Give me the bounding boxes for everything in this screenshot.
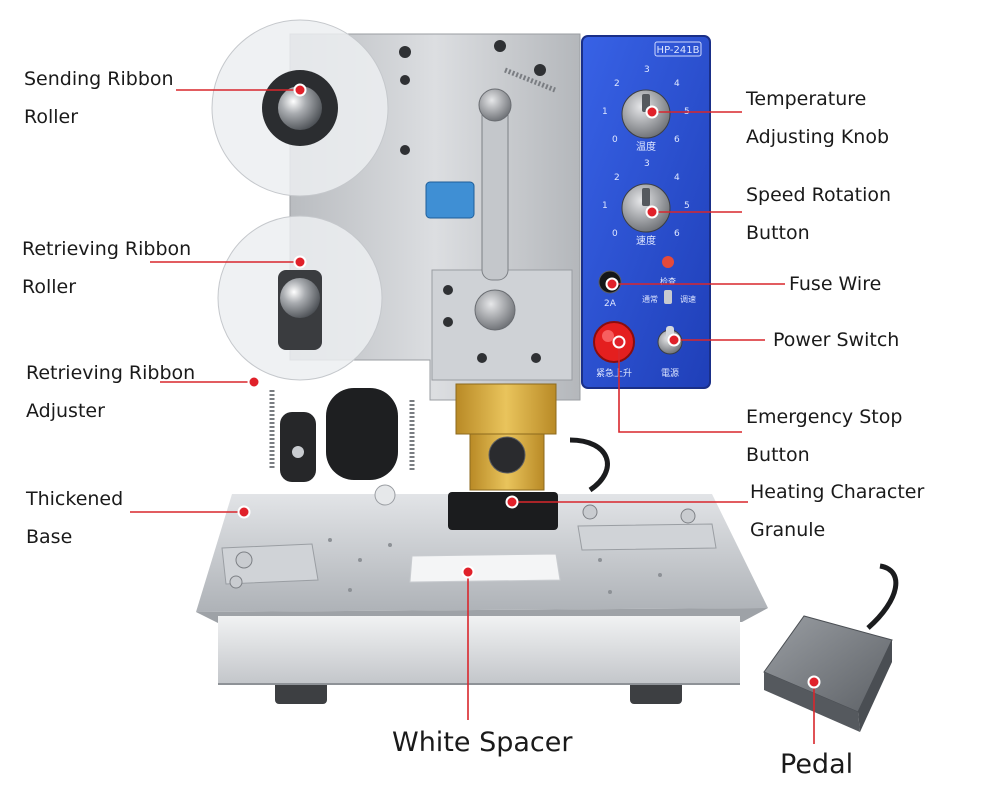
callout-dot-pedal — [807, 675, 821, 689]
speed-scale-6: 6 — [674, 229, 680, 239]
label-line: Speed Rotation — [746, 184, 892, 206]
mode-label-normal: 通常 — [642, 294, 658, 304]
temp-scale-3: 3 — [644, 65, 650, 75]
label-line: Adjuster — [26, 400, 105, 422]
label-sending-ribbon-roller: Sending Ribbon Roller — [24, 60, 174, 136]
callout-dot-speed — [645, 205, 659, 219]
label-retrieving-ribbon-roller: Retrieving Ribbon Roller — [22, 230, 191, 306]
label-heating-character-granule: Heating Character Granule — [750, 473, 924, 549]
callout-dot-sending-roller — [293, 83, 307, 97]
indicator-light — [662, 256, 674, 268]
temp-scale-4: 4 — [674, 79, 680, 89]
label-line: Adjusting Knob — [746, 126, 890, 148]
callout-dot-adjuster — [247, 375, 261, 389]
label-line: Retrieving Ribbon — [26, 362, 196, 384]
label-line: Temperature — [746, 88, 867, 110]
label-line: Retrieving Ribbon — [22, 238, 192, 260]
speed-knob[interactable] — [621, 183, 671, 233]
label-line: Button — [746, 222, 810, 244]
label-line: Emergency Stop — [746, 406, 903, 428]
fuse-label: 2A — [604, 299, 617, 309]
callout-dot-emergency — [612, 335, 626, 349]
emergency-label: 紧急上升 — [596, 367, 632, 379]
label-line: Sending Ribbon — [24, 68, 174, 90]
label-temperature-adjusting-knob: Temperature Adjusting Knob — [746, 80, 889, 156]
label-thickened-base: Thickened Base — [26, 480, 123, 556]
white-spacer-shape — [409, 553, 561, 583]
callout-dot-base — [237, 505, 251, 519]
label-pedal: Pedal — [780, 749, 854, 780]
drive-rollers — [280, 388, 398, 506]
temp-scale-1: 1 — [602, 107, 608, 117]
label-line: Thickened — [26, 488, 124, 510]
callout-dot-power — [667, 333, 681, 347]
panel-model-label: HP-241B — [657, 45, 700, 56]
callout-dot-fuse — [605, 277, 619, 291]
callout-leaders — [130, 89, 815, 744]
temp-scale-6: 6 — [674, 135, 680, 145]
label-retrieving-ribbon-adjuster: Retrieving Ribbon Adjuster — [26, 354, 195, 430]
speed-dial-label: 速度 — [636, 234, 656, 247]
label-line: Granule — [750, 519, 826, 541]
callout-dot-temperature — [645, 105, 659, 119]
speed-scale-0: 0 — [612, 229, 618, 239]
speed-scale-2: 2 — [614, 173, 620, 183]
label-white-spacer: White Spacer — [392, 727, 573, 758]
mode-label-check: 检查 — [660, 276, 676, 286]
wing-nuts — [229, 504, 696, 589]
heating-block — [448, 383, 558, 530]
label-fuse-wire: Fuse Wire — [789, 265, 881, 303]
label-line: Button — [746, 444, 810, 466]
callout-dot-white-spacer — [461, 565, 475, 579]
retrieving-ribbon-roller-shape — [217, 215, 383, 381]
sending-ribbon-roller-shape — [211, 19, 389, 197]
temp-scale-2: 2 — [614, 79, 620, 89]
label-line: Heating Character — [750, 481, 925, 503]
pedal-shape — [763, 563, 899, 732]
speed-scale-3: 3 — [644, 159, 650, 169]
speed-scale-5: 5 — [684, 201, 690, 211]
label-line: Fuse Wire — [789, 273, 882, 295]
callout-dot-retrieving-roller — [293, 255, 307, 269]
label-line: Roller — [24, 106, 79, 128]
callout-dots — [237, 83, 821, 689]
power-label: 電源 — [661, 368, 679, 379]
mode-label-speed: 调速 — [680, 295, 696, 304]
label-emergency-stop-button: Emergency Stop Button — [746, 398, 902, 474]
speed-scale-1: 1 — [602, 201, 608, 211]
label-speed-rotation-button: Speed Rotation Button — [746, 176, 891, 252]
label-power-switch: Power Switch — [773, 321, 899, 359]
label-line: Power Switch — [773, 329, 900, 351]
label-line: Roller — [22, 276, 77, 298]
label-line: Base — [26, 526, 73, 548]
speed-scale-4: 4 — [674, 173, 680, 183]
temp-dial-label: 温度 — [636, 140, 656, 153]
temp-scale-0: 0 — [612, 135, 618, 145]
mode-switch[interactable] — [664, 290, 672, 304]
callout-dot-heater — [505, 495, 519, 509]
